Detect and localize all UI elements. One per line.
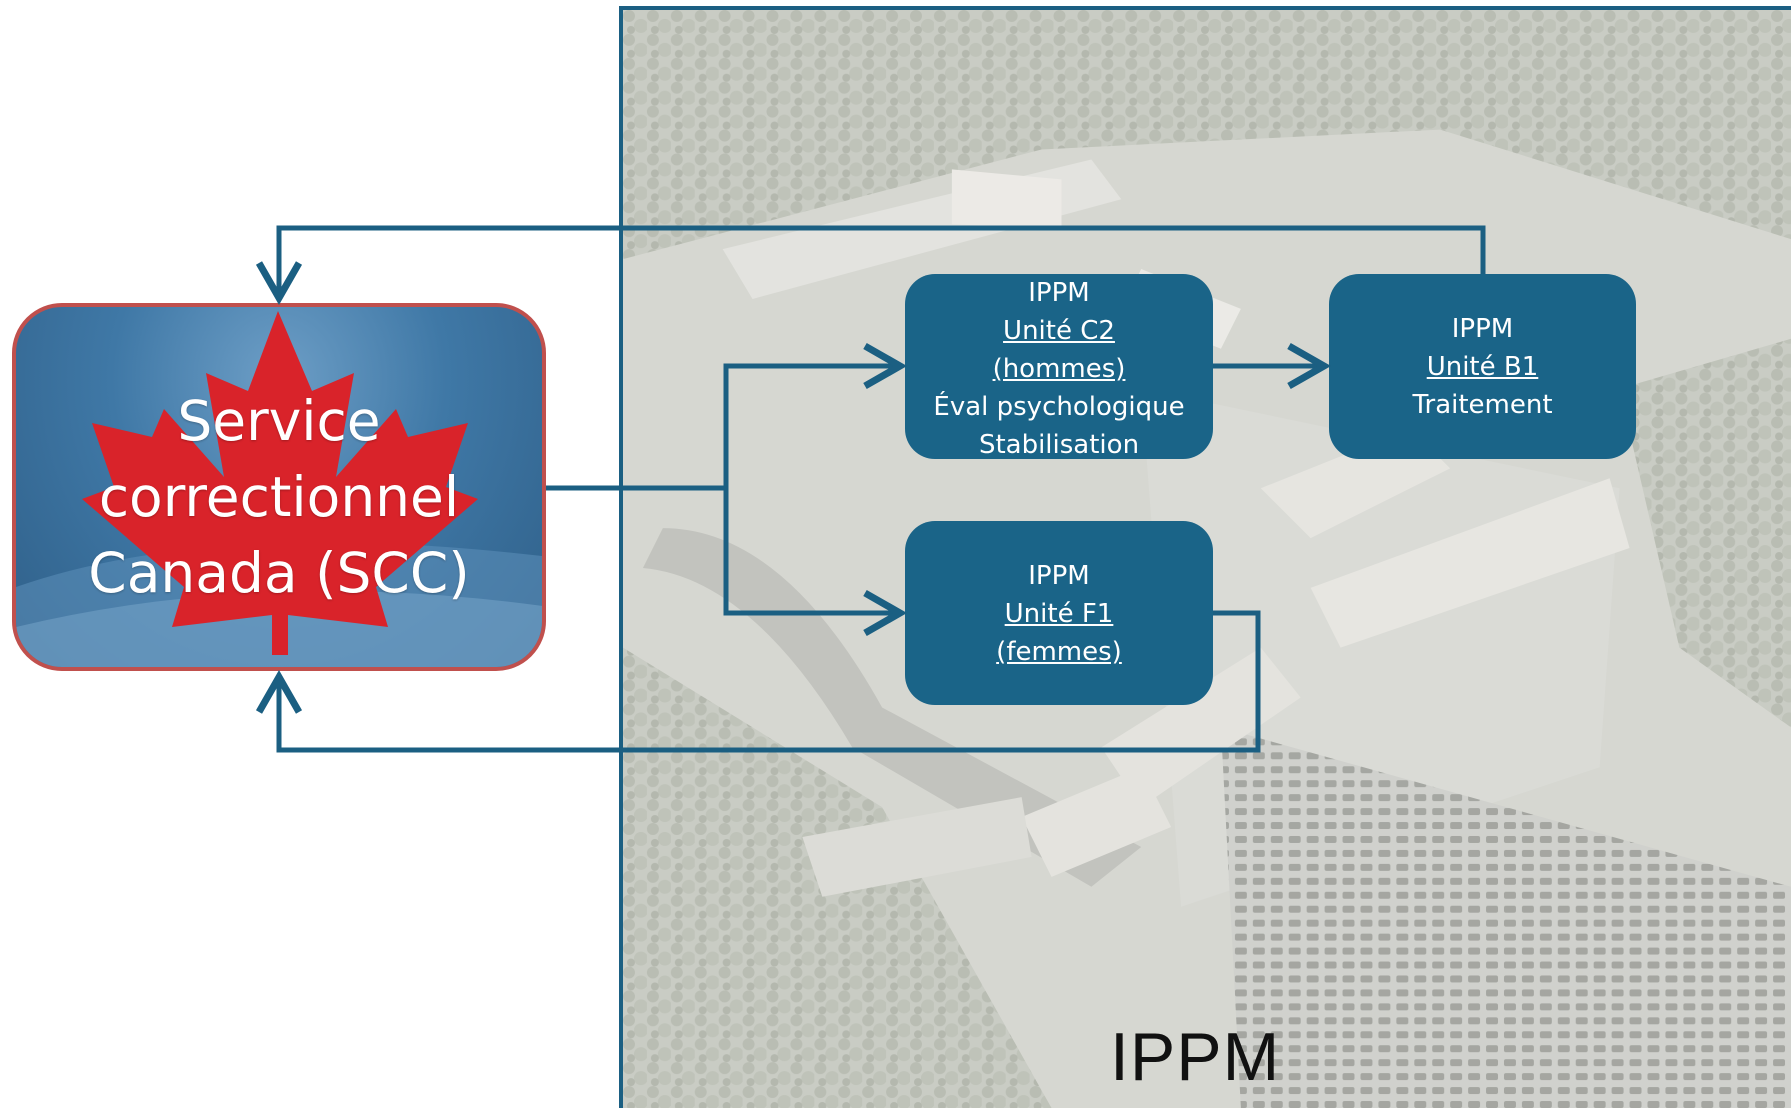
scc-line: Canada (SCC) (88, 541, 470, 605)
unit-title: IPPM (1028, 278, 1090, 308)
unit-function: Stabilisation (978, 430, 1140, 460)
unit-name: Unité F1 (1004, 599, 1114, 629)
unit-function: Éval psychologique (933, 392, 1185, 422)
ippm-label: IPPM (1110, 1019, 1281, 1095)
unit-f1-box[interactable]: IPPM Unité F1 (femmes) (905, 521, 1213, 705)
scc-title: Service correctionnel Canada (SCC) (16, 383, 542, 611)
unit-name: Unité C2 (1003, 316, 1115, 346)
unit-group: (femmes) (996, 637, 1122, 667)
unit-c2-box[interactable]: IPPM Unité C2 (hommes) Éval psychologiqu… (905, 274, 1213, 460)
scc-line: correctionnel (98, 465, 460, 529)
unit-title: IPPM (1028, 561, 1090, 591)
scc-line: Service (177, 389, 381, 453)
unit-b1-box[interactable]: IPPM Unité B1 Traitement (1329, 274, 1636, 459)
unit-function: Traitement (1412, 390, 1553, 420)
unit-title: IPPM (1451, 314, 1514, 344)
scc-box[interactable]: Service correctionnel Canada (SCC) (12, 303, 546, 671)
unit-name: Unité B1 (1426, 352, 1539, 382)
unit-group: (hommes) (992, 354, 1126, 384)
